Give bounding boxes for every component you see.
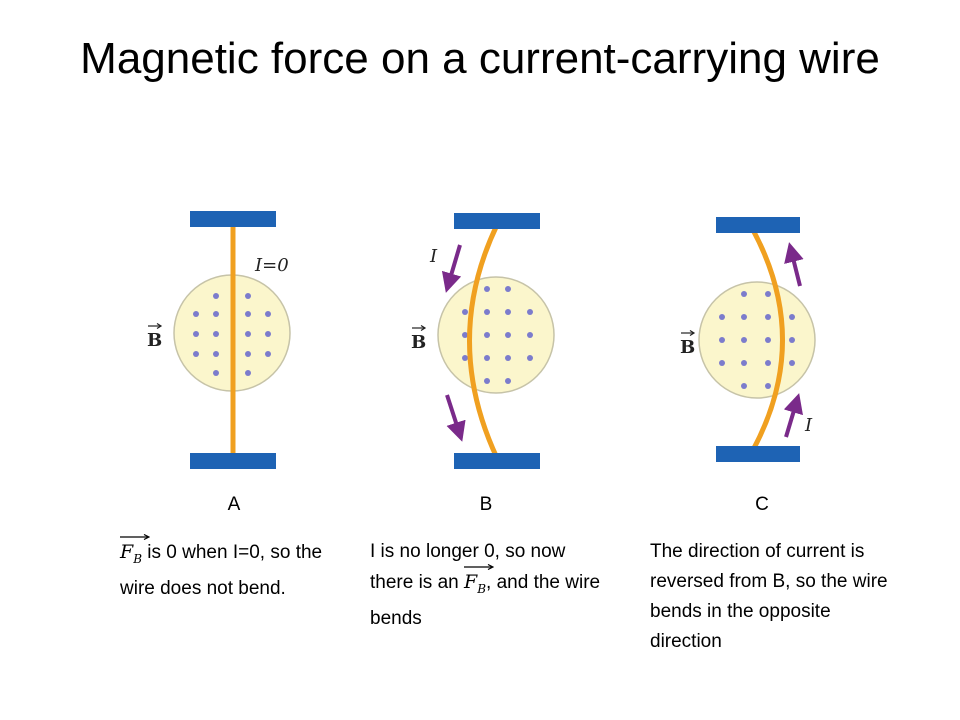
- bottom-plate-c: [716, 446, 800, 462]
- field-dots-c: [719, 291, 795, 389]
- top-plate-a: [190, 211, 276, 227]
- panel-a-diagram: B I=0: [147, 211, 291, 469]
- force-symbol-b: FB: [464, 564, 495, 604]
- description-b: I is no longer 0, so now there is an FB …: [370, 537, 610, 634]
- panel-b-diagram: B I: [411, 213, 555, 469]
- b-field-label-a: B: [147, 322, 162, 351]
- description-b-text-1: I is no longer 0, so now there is an: [370, 541, 566, 593]
- bottom-plate-a: [190, 453, 276, 469]
- top-plate-c: [716, 217, 800, 233]
- b-field-label-b: B: [411, 324, 426, 353]
- description-a: FB is 0 when I=0, so the wire does not b…: [120, 534, 330, 604]
- force-symbol-a: FB: [120, 534, 150, 574]
- b-field-text-a: B: [147, 330, 162, 351]
- force-letter-a: F: [120, 541, 134, 563]
- field-region-c: [698, 281, 816, 399]
- panel-c-diagram: B I: [680, 217, 816, 462]
- field-dots-a: [193, 293, 271, 376]
- current-arrow-b-bottom: [445, 394, 466, 442]
- current-arrow-b-top: [441, 244, 462, 293]
- panel-label-a: A: [227, 494, 241, 515]
- field-region-b: [437, 276, 555, 394]
- vector-arrow-icon: [120, 534, 150, 540]
- panel-label-b: B: [479, 494, 493, 515]
- page-title: Magnetic force on a current-carrying wir…: [80, 34, 880, 83]
- description-c-text: The direction of current is reversed fro…: [650, 541, 888, 652]
- force-letter-b: F: [464, 571, 478, 593]
- current-label-c: I: [804, 415, 813, 436]
- force-subscript-a: B: [133, 551, 143, 566]
- b-field-text-c: B: [680, 337, 695, 358]
- force-subscript-b: B: [477, 581, 487, 596]
- wire-b: [467, 223, 500, 460]
- field-dots-b: [462, 286, 533, 384]
- vector-arrow-icon: [464, 564, 495, 570]
- description-a-text: is 0 when I=0, so the wire does not bend…: [120, 542, 323, 599]
- description-c: The direction of current is reversed fro…: [650, 537, 890, 657]
- description-b-text-2: , and the wire bends: [370, 572, 601, 629]
- current-arrow-c-bottom: [783, 393, 803, 438]
- b-field-label-c: B: [680, 329, 695, 358]
- b-field-text-b: B: [411, 332, 426, 353]
- panel-label-c: C: [755, 494, 769, 515]
- current-arrow-c-top: [784, 242, 804, 287]
- bottom-plate-b: [454, 453, 540, 469]
- wire-c: [750, 228, 785, 452]
- current-label-a: I=0: [254, 255, 289, 276]
- top-plate-b: [454, 213, 540, 229]
- current-label-b: I: [429, 246, 438, 267]
